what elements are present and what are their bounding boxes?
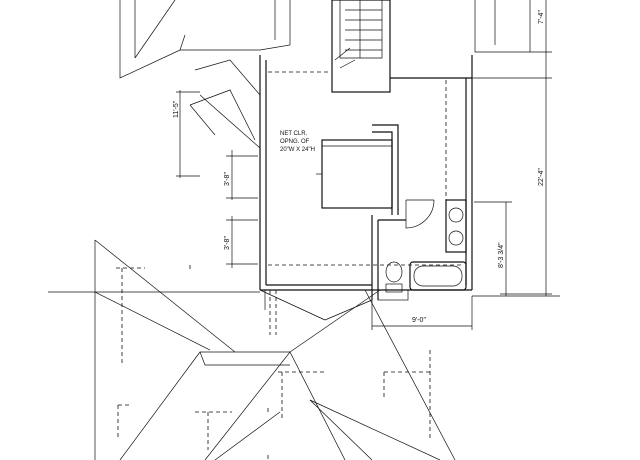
egress-note-line-3: 20"W X 24"H xyxy=(280,147,315,153)
window-1-dimension: 3'-8" xyxy=(224,172,231,186)
upper-left-roof xyxy=(119,0,291,149)
top-right-dimension: 7'-4" xyxy=(538,10,545,24)
bath-width-dimension: 9'-0" xyxy=(412,317,426,324)
overall-right-dimension: 22'-4" xyxy=(538,168,545,186)
fireplace-bed xyxy=(321,124,399,215)
stair-height-dimension: 11'-5" xyxy=(173,100,180,118)
bath-depth-dimension: 8'-3 3/4" xyxy=(498,242,505,268)
egress-note-line-1: NET CLR. xyxy=(280,131,308,137)
bathroom xyxy=(371,199,467,301)
lower-roof xyxy=(94,239,456,460)
stair xyxy=(331,0,391,93)
egress-note-line-2: OPNG. OF xyxy=(280,139,310,145)
room-walls xyxy=(259,55,473,291)
upper-right-roof xyxy=(474,0,531,53)
window-2-dimension: 3'-8" xyxy=(224,236,231,250)
dimension-lines xyxy=(48,0,560,330)
